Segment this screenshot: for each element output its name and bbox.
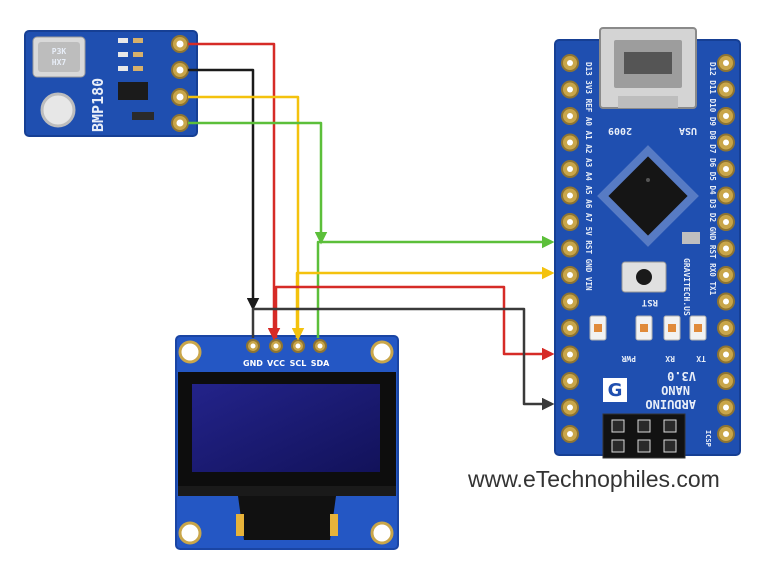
wire-bmp-gnd-to-oled-gnd xyxy=(188,68,260,311)
nano-header-pad-hole xyxy=(567,139,573,146)
reset-button xyxy=(621,261,667,293)
nano-left-header xyxy=(561,54,579,443)
nano-header-pad-hole xyxy=(567,245,573,252)
nano-header-pad-hole xyxy=(723,404,729,411)
nano-header-pad-hole xyxy=(567,325,573,331)
nano-header-pad-hole xyxy=(723,60,729,66)
wire-sda-to-nano-a4 xyxy=(316,235,555,338)
nano-header-pad-hole xyxy=(567,113,573,119)
nano-header-pad-hole xyxy=(567,219,573,225)
nano-header-pad-hole xyxy=(723,139,729,146)
nano-nano-label: NANO xyxy=(661,383,690,397)
nano-led-tx-label: TX xyxy=(696,354,706,363)
nano-arduino-label: ARDUINO xyxy=(645,397,696,411)
bmp180-label: BMP180 xyxy=(89,78,107,132)
oled-ribbon xyxy=(238,496,336,540)
nano-header-pad-hole xyxy=(567,378,573,384)
bmp180-module: P3K HX7 BMP180 xyxy=(24,30,198,137)
wire-vcc-to-nano-5v xyxy=(274,285,555,361)
nano-header-pad-hole xyxy=(723,219,729,225)
nano-header-pad-hole xyxy=(567,86,573,93)
nano-rst-label: RST xyxy=(641,297,658,307)
nano-header-pad-hole xyxy=(723,113,729,119)
nano-header-pad-hole xyxy=(567,272,573,278)
oled-pin-label-gnd: GND xyxy=(243,359,263,368)
nano-header-pad-hole xyxy=(723,245,729,252)
bmp180-chip-text-2: HX7 xyxy=(52,58,67,67)
nano-header-pad-hole xyxy=(723,298,729,305)
nano-header-pad-hole xyxy=(567,192,573,199)
nano-right-pin-labels: D12 D11 D10 D9 D8 D7 D6 D5 D4 D3 D2 GND … xyxy=(708,62,717,296)
wire-gnd-to-nano-gnd xyxy=(251,307,555,411)
svg-text:G: G xyxy=(608,380,623,401)
nano-usa-label: USA xyxy=(679,125,697,136)
nano-brand-label: GRAVITECH.US xyxy=(682,258,691,316)
nano-header-pad-hole xyxy=(567,351,573,358)
nano-header-pad-hole xyxy=(567,60,573,66)
oled-pins xyxy=(246,339,327,353)
watermark-text: www.eTechnophiles.com xyxy=(467,466,720,492)
wire-bmp-sda xyxy=(188,121,328,245)
nano-header-pad-hole xyxy=(723,192,729,199)
oled-screen xyxy=(192,384,380,472)
nano-year-label: 2009 xyxy=(608,125,632,136)
wires xyxy=(188,42,555,411)
nano-icsp-label: ICSP xyxy=(704,430,712,447)
nano-header-pad-hole xyxy=(723,325,729,331)
bmp180-pins xyxy=(171,35,189,132)
wire-scl-to-nano-a5 xyxy=(295,266,555,338)
oled-module: GND VCC SCL SDA xyxy=(175,335,399,550)
nano-header-pad-hole xyxy=(567,166,573,172)
nano-led-rx-label: RX xyxy=(665,354,675,363)
nano-header-pad-hole xyxy=(723,86,729,93)
nano-header-pad-hole xyxy=(723,431,729,437)
arduino-logo: G xyxy=(603,378,627,402)
nano-right-header xyxy=(717,54,735,443)
nano-header-pad-hole xyxy=(567,404,573,411)
nano-leds xyxy=(589,315,707,341)
nano-header-pad-hole xyxy=(567,298,573,305)
oled-pin-label-sda: SDA xyxy=(311,359,330,368)
nano-header-pad-hole xyxy=(567,431,573,437)
usb-connector xyxy=(599,27,697,109)
nano-header-pad-hole xyxy=(723,378,729,384)
oled-pin-label-vcc: VCC xyxy=(267,359,285,368)
nano-header-pad-hole xyxy=(723,351,729,358)
arduino-nano-board: USA 2009 RST PWR RX TX GRAVITECH.US xyxy=(554,27,741,459)
bmp180-chip-text-1: P3K xyxy=(52,47,67,56)
nano-left-pin-labels: D13 3V3 REF A0 A1 A2 A3 A4 A5 A6 A7 5V R… xyxy=(584,62,593,291)
nano-led-pwr-label: PWR xyxy=(621,354,636,363)
nano-version-label: V3.0 xyxy=(667,369,696,383)
oled-pin-label-scl: SCL xyxy=(290,359,307,368)
nano-header-pad-hole xyxy=(723,272,729,278)
wire-bmp-scl-to-oled-scl xyxy=(188,95,305,341)
bmp180-mount-hole xyxy=(40,92,76,128)
wire-bmp-vcc-to-oled-vcc xyxy=(188,42,281,341)
nano-header-pad-hole xyxy=(723,166,729,172)
icsp-header xyxy=(602,413,686,459)
